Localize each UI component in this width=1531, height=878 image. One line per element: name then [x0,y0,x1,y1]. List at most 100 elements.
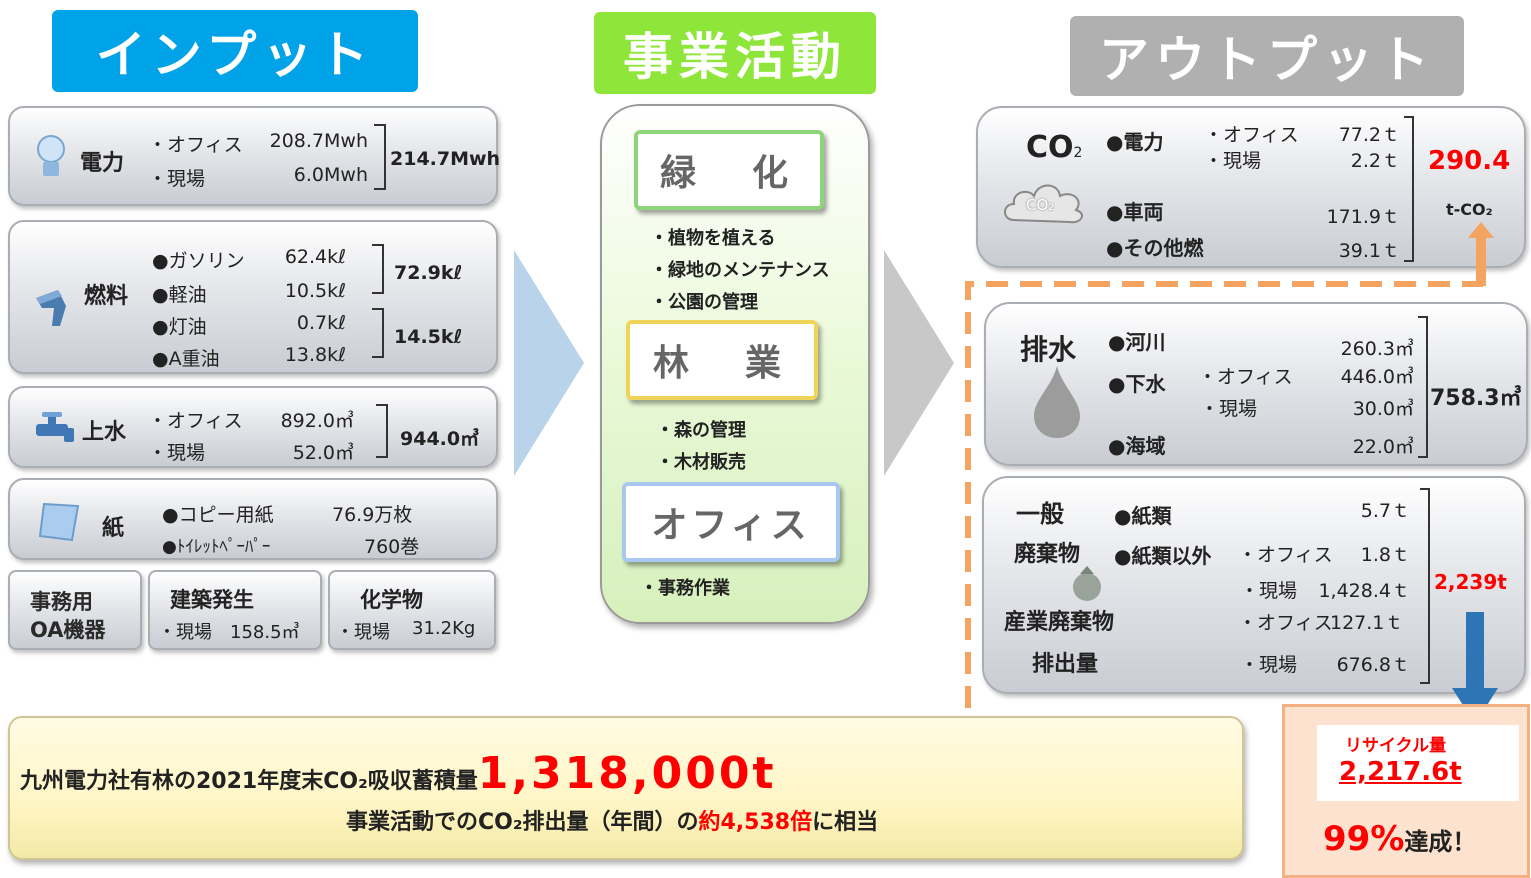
faucet-icon [36,412,74,442]
electricity-site-label: ・現場 [148,168,206,190]
fuel-total-1: 72.9kℓ [394,262,463,284]
greening-box: 緑 化 [634,130,824,210]
fuel-gasoline-value: 62.4kℓ [284,246,346,268]
waste-industrial: 産業廃棄物 [1004,610,1115,635]
waste-office1-label: ・オフィス [1238,544,1333,566]
electricity-panel: 電力 ・オフィス 208.7Mwh ・現場 6.0Mwh 214.7Mwh [8,106,500,206]
construction-panel: 建築発生 ・現場 158.5㎥ [148,570,322,650]
waste-total: 2,239t [1434,570,1507,594]
water-office-label: ・オフィス [148,410,243,432]
co2-bracket [1404,116,1414,262]
drainage-river-value: 260.3㎥ [1340,338,1414,360]
forestry-item-1: ・森の管理 [656,420,746,441]
co2-electricity-label: ●電力 [1106,130,1164,154]
water-office-value: 892.0㎥ [280,410,354,432]
fuel-diesel-label: ●軽油 [152,284,207,306]
output-header-label: アウトプット [1099,31,1435,89]
co2-site-value: 2.2ｔ [1350,150,1400,172]
forestry-item-2: ・木材販売 [656,452,746,473]
greening-item-3: ・公園の管理 [650,292,758,313]
output-header: アウトプット [1070,16,1464,96]
water-site-value: 52.0㎥ [292,442,354,464]
paper-toilet-value: 760巻 [364,536,420,558]
oa-equipment-panel: 事務用 OA機器 [8,570,142,650]
waste-office1-value: 1.8ｔ [1360,544,1410,566]
drainage-site-value: 30.0㎥ [1352,398,1414,420]
paper-copy-value: 76.9万枚 [332,504,413,526]
banner-absorption-value: 1,318,000t [477,748,777,799]
recycle-rate: 99% [1323,819,1405,859]
greening-item-2: ・緑地のメンテナンス [650,260,830,281]
construction-title: 建築発生 [170,588,254,612]
paper-sheet-icon [38,502,80,542]
fuel-gasoline-label: ●ガソリン [152,250,245,272]
fuel-total-2: 14.5kℓ [394,326,463,348]
fuel-nozzle-icon [36,290,66,326]
cloud-label: CO₂ [1026,196,1055,214]
construction-site-label: ・現場 [158,622,212,643]
co2-office-label: ・オフィス [1204,124,1299,146]
banner-line-2: 事業活動でのCO₂排出量（年間）の約4,538倍に相当 [346,804,878,836]
orange-dashed-connector [950,280,1483,768]
co2-vehicle-value: 171.9ｔ [1326,206,1400,228]
recycle-inner [1317,725,1519,801]
co2-title: CO2 [1026,130,1083,165]
chemical-site-label: ・現場 [336,622,390,643]
drainage-river-label: ●河川 [1108,330,1166,354]
greening-item-1: ・植物を植える [650,228,776,249]
paper-copy-label: ●コピー用紙 [162,504,274,526]
fuel-panel: 燃料 ●ガソリン 62.4kℓ ●軽油 10.5kℓ ●灯油 0.7kℓ ●A重… [8,220,498,374]
recycle-rate-suffix: 達成！ [1404,828,1477,856]
recycle-rate-line: 99%達成！ [1323,819,1476,859]
waste-site2-label: ・現場 [1240,654,1298,676]
waste-office2-label: ・オフィス [1238,612,1333,634]
drainage-site-label: ・現場 [1200,398,1258,420]
waste-site1-value: 1,428.4ｔ [1318,580,1410,602]
water-panel: 上水 ・オフィス 892.0㎥ ・現場 52.0㎥ 944.0㎥ [8,386,498,468]
chemical-value: 31.2Kg [412,618,476,639]
input-header-label: インプット [95,26,375,84]
forestry-title: 林 業 [652,343,791,384]
paper-toilet-label: ●ﾄｲﾚｯﾄﾍﾟｰﾊﾟｰ [162,537,271,557]
business-header: 事業活動 [594,12,876,94]
flow-arrow-business-to-output [884,250,954,476]
construction-value: 158.5㎥ [230,622,300,643]
electricity-site-value: 6.0Mwh [293,164,368,186]
fuel-diesel-value: 10.5kℓ [284,280,346,302]
fuel-bracket-2 [372,308,384,358]
waste-general-2: 廃棄物 [1014,542,1081,567]
water-title: 上水 [82,420,127,445]
paper-panel: 紙 ●コピー用紙 76.9万枚 ●ﾄｲﾚｯﾄﾍﾟｰﾊﾟｰ 760巻 [8,478,498,560]
waste-paper-value: 5.7ｔ [1360,500,1410,522]
water-total: 944.0㎥ [400,428,480,450]
banner-ratio: 約4,538倍 [698,810,813,835]
office-title: オフィス [651,505,811,546]
oa-line-1: 事務用 [30,590,93,614]
fuel-heavy-label: ●A重油 [152,348,220,370]
fuel-kerosene-value: 0.7kℓ [296,312,346,334]
banner-line-2-prefix: 事業活動でのCO₂排出量（年間）の [346,810,699,835]
banner-line-2-suffix: に相当 [812,810,879,835]
flow-arrow-input-to-business [514,250,584,476]
water-site-label: ・現場 [148,442,206,464]
electricity-office-value: 208.7Mwh [269,130,368,152]
drainage-sewer-label: ●下水 [1108,372,1166,396]
recycle-box: リサイクル量 2,217.6t 99%達成！ [1282,704,1530,878]
drainage-panel: 排水 ●河川 260.3㎥ ●下水 ・オフィス 446.0㎥ ・現場 30.0㎥… [984,302,1528,466]
garbage-bag-icon [1073,566,1101,601]
electricity-title: 電力 [80,151,125,176]
paper-title: 紙 [102,516,125,541]
co2-total: 290.4 [1428,146,1511,176]
business-header-label: 事業活動 [623,28,847,86]
drainage-sea-value: 22.0㎥ [1352,436,1414,458]
co2-office-value: 77.2ｔ [1338,124,1400,146]
chemical-panel: 化学物 ・現場 31.2Kg [328,570,496,650]
fuel-kerosene-label: ●灯油 [152,316,207,338]
recycle-label: リサイクル量 [1345,736,1447,756]
waste-bracket [1420,488,1430,684]
fuel-title: 燃料 [84,284,129,309]
drainage-sea-label: ●海域 [1108,434,1166,458]
office-item-1: ・事務作業 [640,578,730,599]
forest-co2-banner: 九州電力社有林の2021年度末CO₂吸収蓄積量1,318,000t 事業活動での… [8,716,1244,860]
drainage-bracket [1418,316,1428,458]
